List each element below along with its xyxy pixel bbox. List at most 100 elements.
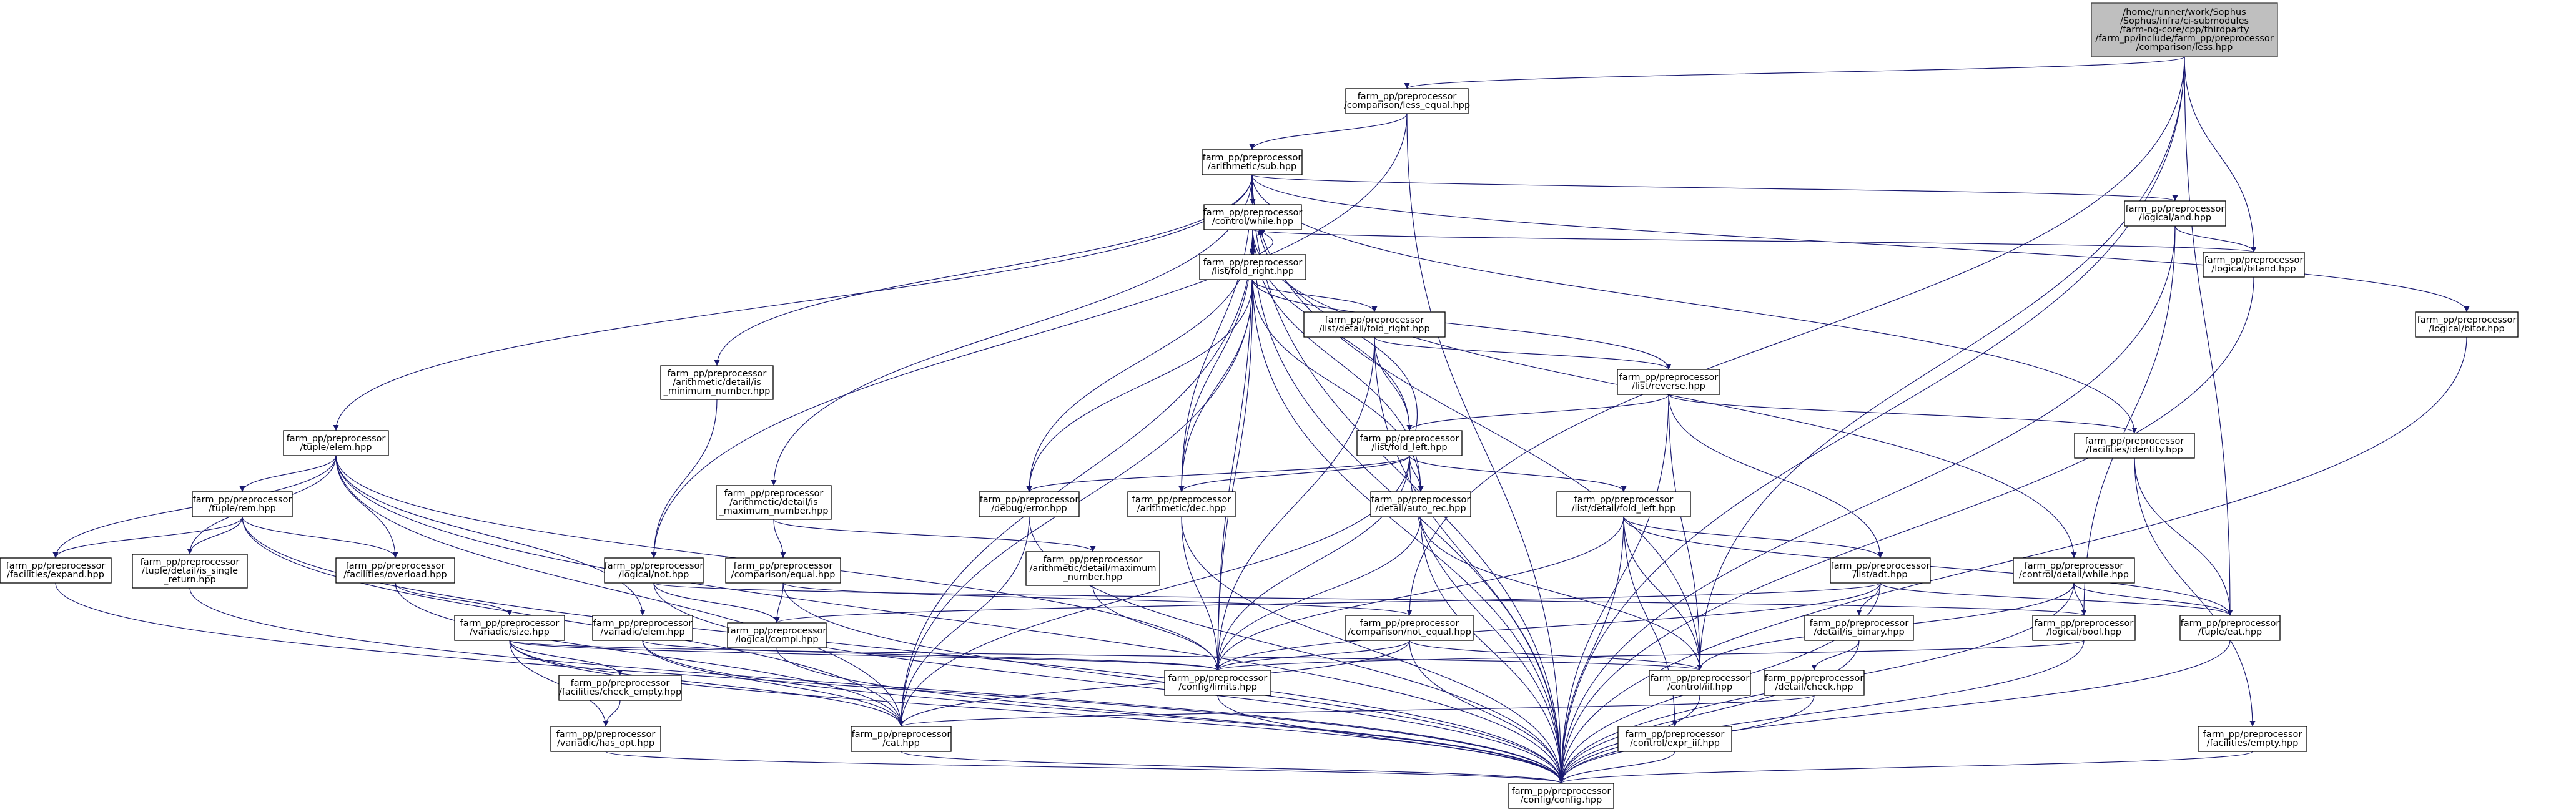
dependency-edge: [1215, 640, 2085, 671]
graph-node[interactable]: farm_pp/preprocessor/logical/bitor.hpp: [2415, 311, 2519, 338]
graph-node[interactable]: farm_pp/preprocessor/facilities/check_em…: [558, 675, 682, 701]
graph-node[interactable]: farm_pp/preprocessor/config/config.hpp: [1508, 783, 1614, 809]
node-label: /list/fold_right.hpp: [1212, 267, 1294, 276]
dependency-edge: [1558, 640, 1860, 784]
node-label: /tuple/elem.hpp: [300, 443, 372, 452]
graph-node[interactable]: farm_pp/preprocessor/list/fold_left.hpp: [1356, 430, 1463, 456]
dependency-edge: [242, 516, 1564, 784]
node-box: [727, 622, 827, 648]
graph-node[interactable]: farm_pp/preprocessor/facilities/identity…: [2074, 433, 2195, 459]
graph-node[interactable]: farm_pp/preprocessor/control/detail/whil…: [2013, 557, 2135, 584]
graph-node[interactable]: farm_pp/preprocessor/list/fold_right.hpp: [1199, 254, 1306, 280]
node-label: /tuple/eat.hpp: [2198, 627, 2263, 637]
node-box: [2198, 726, 2307, 752]
graph-node[interactable]: farm_pp/preprocessor/tuple/eat.hpp: [2179, 615, 2281, 641]
graph-node[interactable]: farm_pp/preprocessor/arithmetic/detail/i…: [660, 365, 774, 400]
graph-node[interactable]: farm_pp/preprocessor/variadic/has_opt.hp…: [550, 726, 661, 752]
dependency-edge: [642, 640, 1221, 671]
node-label: farm_pp/preprocessor: [852, 730, 951, 740]
graph-node[interactable]: farm_pp/preprocessor/tuple/rem.hpp: [192, 491, 293, 517]
node-label: farm_pp/preprocessor: [460, 619, 560, 629]
dependency-edge: [653, 582, 780, 624]
node-box: [851, 726, 952, 752]
node-label: farm_pp/preprocessor: [1765, 673, 1864, 683]
graph-node[interactable]: farm_pp/preprocessor/detail/check.hpp: [1764, 670, 1865, 696]
node-box: [1370, 491, 1471, 517]
node-label: /detail/is_binary.hpp: [1814, 627, 1904, 637]
node-label: _return.hpp: [163, 575, 216, 585]
dependency-edge: [1409, 640, 1703, 671]
dependency-edge: [1258, 229, 1273, 255]
dependency-edge: [1420, 516, 1564, 784]
node-label: farm_pp/preprocessor: [1651, 673, 1750, 683]
graph-node[interactable]: farm_pp/preprocessor/logical/bool.hpp: [2032, 615, 2136, 641]
dependency-edge: [1558, 751, 2253, 784]
graph-node[interactable]: farm_pp/preprocessor/facilities/overload…: [335, 557, 455, 584]
node-label: /farm_pp/include/farm_pp/preprocessor: [2095, 34, 2273, 44]
node-label: /Sophus/infra/ci-submodules: [2120, 16, 2249, 26]
graph-node[interactable]: farm_pp/preprocessor/comparison/less_equ…: [1344, 88, 1470, 114]
graph-node[interactable]: /home/runner/work/Sophus/Sophus/infra/ci…: [2091, 2, 2278, 57]
graph-node[interactable]: farm_pp/preprocessor/debug/error.hpp: [979, 491, 1080, 517]
graph-node[interactable]: farm_pp/preprocessor/arithmetic/sub.hpp: [1202, 149, 1303, 175]
dependency-edge: [773, 519, 786, 559]
dependency-edge: [1420, 516, 1703, 671]
graph-node[interactable]: farm_pp/preprocessor/facilities/empty.hp…: [2198, 726, 2307, 752]
dependency-edge: [509, 640, 1221, 671]
graph-node[interactable]: farm_pp/preprocessor/list/reverse.hpp: [1617, 369, 1720, 395]
graph-node[interactable]: farm_pp/preprocessor/arithmetic/detail/m…: [1025, 551, 1160, 586]
dependency-edge: [1215, 279, 1253, 671]
node-label: farm_pp/preprocessor: [734, 561, 833, 571]
graph-node[interactable]: farm_pp/preprocessor/list/detail/fold_le…: [1556, 491, 1691, 517]
graph-node[interactable]: farm_pp/preprocessor/detail/is_binary.hp…: [1804, 615, 1914, 641]
dependency-edge: [242, 516, 398, 559]
dependency-edge: [1558, 56, 2185, 784]
graph-node[interactable]: farm_pp/preprocessor/arithmetic/detail/i…: [716, 485, 832, 520]
graph-node[interactable]: farm_pp/preprocessor/arithmetic/dec.hpp: [1127, 491, 1236, 517]
graph-node[interactable]: farm_pp/preprocessor/control/iif.hpp: [1649, 670, 1751, 696]
node-label: /facilities/overload.hpp: [343, 570, 447, 580]
node-label: farm_pp/preprocessor: [593, 619, 693, 629]
graph-node[interactable]: farm_pp/preprocessor/variadic/elem.hpp: [592, 615, 693, 641]
dependency-edge: [2184, 56, 2233, 616]
graph-node[interactable]: farm_pp/preprocessor/detail/auto_rec.hpp: [1370, 491, 1471, 517]
graph-node[interactable]: farm_pp/preprocessor/tuple/elem.hpp: [283, 430, 389, 456]
node-label: /farm-ng-core/cpp/thirdparty: [2120, 25, 2249, 35]
graph-node[interactable]: farm_pp/preprocessor/variadic/size.hpp: [454, 615, 565, 641]
dependency-edge: [335, 455, 904, 727]
node-box: [1356, 430, 1463, 456]
node-label: farm_pp/preprocessor: [1203, 208, 1303, 218]
graph-node[interactable]: farm_pp/preprocessor/logical/compl.hpp: [727, 622, 827, 648]
node-box: [1164, 670, 1271, 696]
node-label: /logical/bitor.hpp: [2429, 324, 2504, 334]
dependency-edge: [1215, 640, 1410, 671]
graph-node[interactable]: farm_pp/preprocessor/logical/bitand.hpp: [2203, 252, 2305, 278]
graph-node[interactable]: farm_pp/preprocessor/facilities/expand.h…: [0, 557, 112, 584]
graph-node[interactable]: farm_pp/preprocessor/config/limits.hpp: [1164, 670, 1271, 696]
dependency-edge: [2081, 225, 2176, 616]
graph-node[interactable]: farm_pp/preprocessor/comparison/equal.hp…: [725, 557, 841, 584]
graph-node[interactable]: farm_pp/preprocessor/list/detail/fold_ri…: [1303, 311, 1446, 338]
node-box: [660, 365, 774, 400]
dependency-edge: [1251, 174, 1564, 784]
node-label: /list/detail/fold_right.hpp: [1319, 324, 1429, 334]
node-box: [1556, 491, 1691, 517]
node-label: /logical/compl.hpp: [735, 635, 818, 645]
node-label: farm_pp/preprocessor: [2181, 619, 2280, 629]
graph-node[interactable]: farm_pp/preprocessor/logical/not.hpp: [604, 557, 704, 584]
graph-node[interactable]: farm_pp/preprocessor/tuple/detail/is_sin…: [132, 554, 248, 589]
node-label: farm_pp/preprocessor: [1360, 619, 1459, 629]
graph-node[interactable]: farm_pp/preprocessor/logical/and.hpp: [2124, 200, 2226, 227]
dependency-edge: [1409, 455, 1627, 492]
dependency-edge: [1251, 174, 1703, 671]
dependency-edge: [1215, 336, 1375, 671]
node-label: /list/reverse.hpp: [1632, 381, 1705, 391]
node-label: farm_pp/preprocessor: [1626, 730, 1725, 740]
graph-node[interactable]: farm_pp/preprocessor/control/expr_iif.hp…: [1617, 726, 1732, 752]
graph-node[interactable]: farm_pp/preprocessor/cat.hpp: [851, 726, 952, 752]
graph-node[interactable]: farm_pp/preprocessor/control/while.hpp: [1203, 204, 1303, 230]
graph-node[interactable]: farm_pp/preprocessor/list/adt.hpp: [1830, 557, 1931, 584]
dependency-edge: [773, 519, 1096, 552]
graph-node[interactable]: farm_pp/preprocessor/comparison/not_equa…: [1345, 615, 1474, 641]
dependency-edge: [509, 640, 904, 727]
